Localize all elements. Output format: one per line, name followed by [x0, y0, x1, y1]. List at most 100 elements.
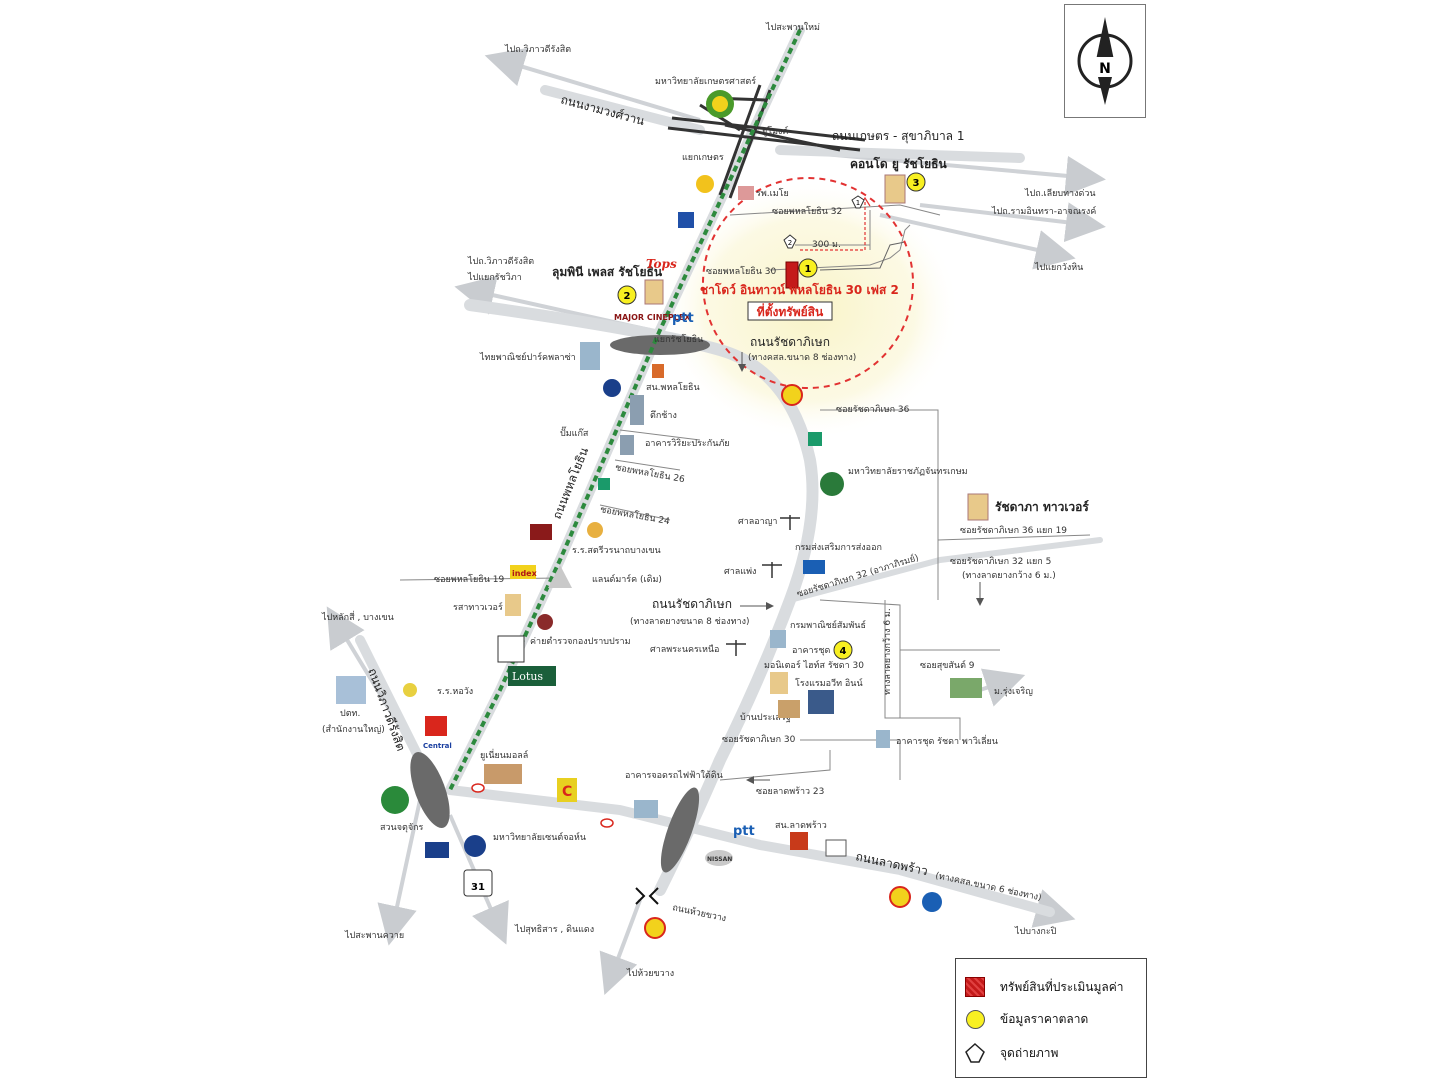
poi-side-lane: ทางลาดยางกว้าง 6 ม. — [882, 608, 893, 695]
poi-police: ค่ายตำรวจกองปราบปราม — [497, 635, 631, 663]
svg-text:ปตท.: ปตท. — [340, 709, 360, 719]
minor-roads — [399, 204, 1091, 781]
commerce-icon — [770, 630, 786, 648]
subject-name: ชาโดว์ อินทาวน์ พหลโยธิน 30 เฟส 2 — [700, 282, 899, 297]
comparable-4-number: 4 — [840, 646, 847, 657]
mcot-logo — [803, 560, 825, 574]
svg-text:อาคารจอดรถไฟฟ้าใต้ดิน: อาคารจอดรถไฟฟ้าใต้ดิน — [625, 770, 723, 781]
compass-letter: N — [1099, 61, 1111, 77]
road-ratchadaphisek-top-note: (ทางคสล.ขนาด 8 ช่องทาง) — [748, 353, 856, 363]
poi-soi-ratchada30: ซอยรัชดาภิเษก 30 — [722, 734, 796, 745]
legend-label-photo: จุดถ่ายภาพ — [1000, 1045, 1059, 1060]
legend-item-subject: ทรัพย์สินที่ประเมินมูลค่า — [964, 975, 1124, 999]
mrt-markers — [471, 783, 614, 828]
legend-item-market: ข้อมูลราคาตลาด — [964, 1007, 1088, 1031]
poi-soi24: ซอยพหลโยธิน 24 — [599, 504, 670, 527]
svg-text:อาคารวิริยะประกันภัย: อาคารวิริยะประกันภัย — [645, 438, 730, 449]
svg-text:อาคารชุด รัชดา พาวิเลี่ยน: อาคารชุด รัชดา พาวิเลี่ยน — [896, 734, 998, 747]
svg-text:สวนจตุจักร: สวนจตุจักร — [380, 823, 424, 833]
yellow-dot-icon — [965, 1009, 985, 1029]
shell-logo-1 — [781, 384, 803, 406]
svg-text:รพ.เมโย: รพ.เมโย — [756, 188, 789, 199]
underpasses — [410, 335, 710, 873]
svg-text:สน.พหลโยธิน: สน.พหลโยธิน — [646, 382, 700, 393]
poi-commerce: กรมพาณิชย์สัมพันธ์ — [790, 619, 866, 631]
poi-ku: มหาวิทยาลัยเกษตรศาสตร์ — [655, 75, 756, 118]
bank-blue-icon — [678, 212, 694, 228]
svg-text:Lotus: Lotus — [512, 670, 543, 683]
road-ratchadaphisek-top: ถนนรัชดาภิเษก — [750, 335, 830, 349]
ratchada-tower-label: รัชดาภา ทาวเวอร์ — [995, 500, 1089, 514]
poi-soi-suksan: ซอยสุขสันต์ 9 — [920, 659, 975, 671]
dir-sutthisan: ไปสุทธิสาร , ดินแดง — [514, 924, 594, 935]
index-logo: index — [510, 565, 538, 579]
svg-text:รสาทาวเวอร์: รสาทาวเวอร์ — [453, 601, 503, 613]
poi-export-dept: กรมส่งเสริมการส่งออก — [795, 542, 882, 553]
poi-ban-prasert: บ้านประเสริฐ — [740, 712, 791, 723]
svg-text:index: index — [512, 569, 538, 578]
svg-text:1: 1 — [856, 199, 860, 207]
bts-line — [448, 29, 802, 791]
dir-wang-hin: ไปแยกวังหิน — [1034, 262, 1083, 273]
ptt-logo: ptt — [672, 311, 694, 326]
photo-point-2: 2 — [783, 234, 797, 249]
comparable-2-name: ลุมพินี เพลส รัชโยธิน — [552, 264, 663, 280]
tops-logo: Tops — [646, 257, 677, 271]
poi-school-bangkhen: ร.ร.สตรีวรนาถบางเขน — [572, 522, 661, 556]
comparable-2-number: 2 — [624, 291, 631, 302]
bank-icon — [696, 175, 714, 193]
svg-text:ร.ร.สตรีวรนาถบางเขน: ร.ร.สตรีวรนาถบางเขน — [572, 545, 661, 556]
bank-green-icon-2 — [808, 432, 822, 446]
dir-ratchawipha: ไปแยกรัชวิภา — [467, 272, 522, 283]
big-c-logo: C — [557, 778, 577, 802]
poi-chatuchak: สวนจตุจักร — [380, 786, 424, 833]
legend: ทรัพย์สินที่ประเมินมูลค่า ข้อมูลราคาตลาด… — [955, 958, 1147, 1078]
comparable-4-name: อาคารชุด — [792, 646, 830, 656]
poi-soi32-5: ซอยรัชดาภิเษก 32 แยก 5 — [950, 556, 1051, 567]
ptt-logo-2: ptt — [733, 824, 755, 839]
subject-number: 1 — [805, 264, 812, 275]
svg-text:ตึกช้าง: ตึกช้าง — [650, 410, 677, 421]
comparable-2-marker — [617, 285, 637, 305]
svg-text:มหาวิทยาลัยราชภัฏจันทรเกษม: มหาวิทยาลัยราชภัฏจันทรเกษม — [848, 466, 968, 477]
poi-ratchada-building: อาคารชุด รัชดา พาวิเลี่ยน — [876, 730, 998, 748]
comparable-4-marker — [833, 640, 853, 660]
condo-3-icon — [884, 174, 906, 204]
svg-text:C: C — [562, 784, 572, 800]
poi-montien: มอนิเตอร์ ไฮท์ส รัชดา 30 — [764, 659, 864, 671]
poi-landmark: แลนด์มาร์ค (เดิม) — [548, 565, 662, 588]
poi-st-john: มหาวิทยาลัยเซนต์จอห์น — [464, 831, 586, 857]
poi-rasa: รสาทาวเวอร์ — [453, 594, 521, 616]
road-ratchadaphisek-mid: ถนนรัชดาภิเษก — [652, 597, 732, 611]
shell-logo-3 — [889, 886, 911, 908]
dir-saphan-mai: ไปสะพานใหม่ — [765, 22, 820, 33]
subject-caption: ที่ตั้งทรัพย์สิน — [757, 302, 824, 319]
ban-prasert-icon — [778, 700, 800, 718]
shell-logo-2 — [644, 917, 666, 939]
poi-soi-ladprao23: ซอยลาดพร้าว 23 — [756, 786, 824, 797]
poi-civil-court: ศาลแพ่ง — [724, 562, 782, 578]
poi-tuk-chang: ตึกช้าง — [630, 395, 677, 425]
dir-ram-inthra: ไปถ.รามอินทรา-อาจณรงค์ — [991, 205, 1096, 217]
bank-blue-round-icon — [922, 892, 942, 912]
poi-pump: ปั๊มแก๊ส — [560, 426, 589, 439]
svg-text:ศาลแพ่ง: ศาลแพ่ง — [724, 567, 756, 577]
ratchada-tower-icon — [967, 493, 989, 521]
poi-yaek-kaset: แยกเกษตร — [682, 153, 724, 163]
svg-text:มหาวิทยาลัยเกษตรศาสตร์: มหาวิทยาลัยเกษตรศาสตร์ — [655, 75, 756, 87]
poi-mayo: รพ.เมโย — [738, 186, 789, 200]
road-ladprao: ถนนลาดพร้าว — [854, 849, 929, 878]
road-vibhavadi: ถนนวิภาวดีรังสิต — [365, 666, 408, 753]
poi-northern-court: ศาลพระนครเหนือ — [650, 640, 746, 656]
distance-label: 300 ม. — [812, 240, 841, 250]
svg-text:ร.ร.หอวัง: ร.ร.หอวัง — [437, 687, 473, 697]
subject-soi-label: ซอยพหลโยธิน 30 — [706, 266, 777, 277]
svg-text:(สำนักงานใหญ่): (สำนักงานใหญ่) — [322, 724, 385, 735]
poi-yaek-ratchayothin: แยกรัชโยธิน — [654, 334, 703, 345]
merge-arrows — [635, 887, 659, 905]
dir-lak-si: ไปหลักสี่ , บางเขน — [321, 610, 394, 623]
svg-text:ยูเนี่ยนมอลล์: ยูเนี่ยนมอลล์ — [480, 748, 528, 761]
svg-text:ไทยพาณิชย์ปาร์คพลาซ่า: ไทยพาณิชย์ปาร์คพลาซ่า — [479, 351, 576, 363]
comparable-3-number: 3 — [913, 178, 920, 189]
svg-text:สน.ลาดพร้าว: สน.ลาดพร้าว — [775, 820, 827, 831]
